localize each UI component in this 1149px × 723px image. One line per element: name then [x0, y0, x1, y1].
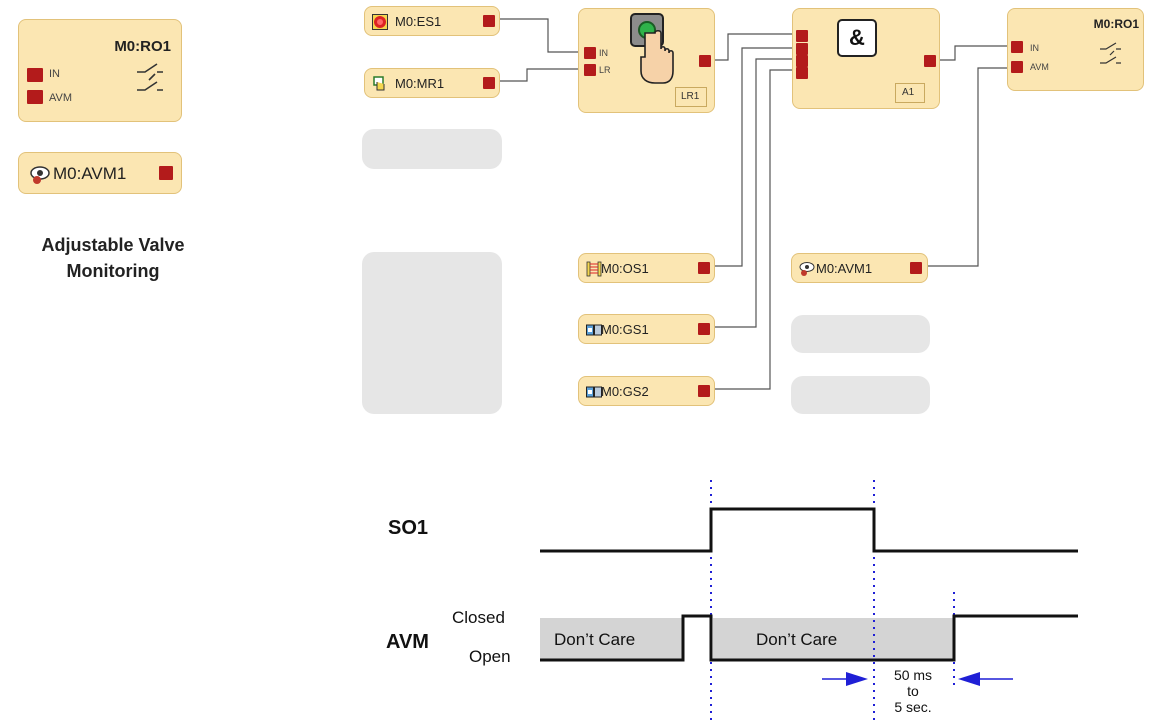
- a1-output-terminal[interactable]: [924, 55, 936, 67]
- ro1-in-label: IN: [1030, 43, 1039, 53]
- reset-hand-icon: [630, 13, 674, 84]
- logic-lr1[interactable]: IN LR LR1: [578, 8, 715, 113]
- avm-waveform: [540, 614, 1078, 662]
- open-label: Open: [469, 647, 511, 666]
- avm-label: AVM: [386, 631, 429, 653]
- input-avm1[interactable]: M0:AVM1: [791, 253, 928, 283]
- input-gs2-label: M0:GS2: [601, 384, 649, 399]
- and-gate-symbol: &: [849, 25, 865, 50]
- a1-name: A1: [902, 87, 915, 98]
- lr1-name: LR1: [681, 91, 700, 102]
- input-gs2[interactable]: M0:GS2: [578, 376, 715, 406]
- a1-input-3-terminal[interactable]: [796, 55, 808, 67]
- input-gs1[interactable]: M0:GS1: [578, 314, 715, 344]
- closed-label: Closed: [452, 608, 505, 627]
- lr1-lr-label: LR: [599, 65, 611, 75]
- avm1-output-terminal[interactable]: [910, 262, 922, 274]
- light-curtain-icon: [586, 261, 602, 277]
- delay-line-3: 5 sec.: [894, 699, 932, 715]
- a1-name-box: A1: [895, 83, 925, 103]
- ro1-avm-label: AVM: [1030, 62, 1049, 72]
- a1-input-1-terminal[interactable]: [796, 30, 808, 42]
- legend-ro-avm-terminal[interactable]: [27, 90, 43, 104]
- a1-input-4-terminal[interactable]: [796, 67, 808, 79]
- relay-contact-icon: [137, 63, 163, 91]
- lr1-in-label: IN: [599, 48, 608, 58]
- placeholder-pill: [362, 129, 502, 169]
- input-mr1[interactable]: M0:MR1: [364, 68, 500, 98]
- input-os1[interactable]: M0:OS1: [578, 253, 715, 283]
- output-ro1[interactable]: M0:RO1 IN AVM: [1007, 8, 1144, 91]
- legend-avm-pill: M0:AVM1: [18, 152, 182, 194]
- legend-avm-pill-label: M0:AVM1: [53, 164, 127, 183]
- dont-care-label-1: Don’t Care: [554, 630, 636, 649]
- legend-ro-avm-label: AVM: [49, 92, 73, 104]
- input-os1-label: M0:OS1: [601, 261, 649, 276]
- legend-ro-in-label: IN: [49, 68, 60, 80]
- delay-arrow-left: [822, 672, 868, 686]
- dont-care-region-1: [540, 618, 683, 660]
- relay-contact-icon: [1100, 42, 1121, 64]
- emergency-stop-icon: [372, 14, 388, 30]
- lr1-name-box: LR1: [675, 87, 707, 107]
- placeholder-pill: [791, 315, 930, 353]
- delay-label: 50 ms to 5 sec.: [878, 667, 948, 715]
- gs2-output-terminal[interactable]: [698, 385, 710, 397]
- input-gs1-label: M0:GS1: [601, 322, 649, 337]
- manual-reset-icon: [373, 76, 385, 91]
- input-mr1-label: M0:MR1: [395, 76, 445, 91]
- legend-ro-in-terminal[interactable]: [27, 68, 43, 82]
- eye-icon: [799, 262, 815, 276]
- gate-switch-icon: [586, 386, 602, 398]
- placeholder-large: [362, 252, 502, 414]
- ro1-title: M0:RO1: [1093, 17, 1139, 31]
- lr1-output-terminal[interactable]: [699, 55, 711, 67]
- gate-switch-icon: [586, 324, 602, 336]
- a1-input-2-terminal[interactable]: [796, 43, 808, 55]
- lr1-lr-terminal[interactable]: [584, 64, 596, 76]
- ro1-in-terminal[interactable]: [1011, 41, 1023, 53]
- eye-icon: [30, 166, 50, 184]
- legend-caption: Adjustable Valve Monitoring: [41, 235, 185, 281]
- input-avm1-label: M0:AVM1: [816, 261, 873, 276]
- ro1-avm-terminal[interactable]: [1011, 61, 1023, 73]
- so1-label: SO1: [388, 517, 429, 539]
- os1-output-terminal[interactable]: [698, 262, 710, 274]
- delay-line-1: 50 ms: [893, 667, 933, 683]
- dont-care-region-2: [713, 618, 953, 660]
- legend-ro-title: M0:RO1: [114, 38, 171, 55]
- delay-arrow-right: [958, 672, 1013, 686]
- legend-avm-pill-terminal[interactable]: [159, 166, 173, 180]
- es1-output-terminal[interactable]: [483, 15, 495, 27]
- lr1-in-terminal[interactable]: [584, 47, 596, 59]
- gs1-output-terminal[interactable]: [698, 323, 710, 335]
- logic-and-a1[interactable]: & A1: [792, 8, 940, 109]
- legend-ro-block: M0:RO1 IN AVM: [18, 19, 182, 122]
- mr1-output-terminal[interactable]: [483, 77, 495, 89]
- input-es1-label: M0:ES1: [395, 14, 442, 29]
- and-gate-box: &: [837, 19, 877, 57]
- so1-waveform: [540, 507, 1078, 553]
- delay-line-2: to: [907, 683, 919, 699]
- dont-care-label-2: Don’t Care: [756, 630, 838, 649]
- input-es1[interactable]: M0:ES1: [364, 6, 500, 36]
- placeholder-pill: [791, 376, 930, 414]
